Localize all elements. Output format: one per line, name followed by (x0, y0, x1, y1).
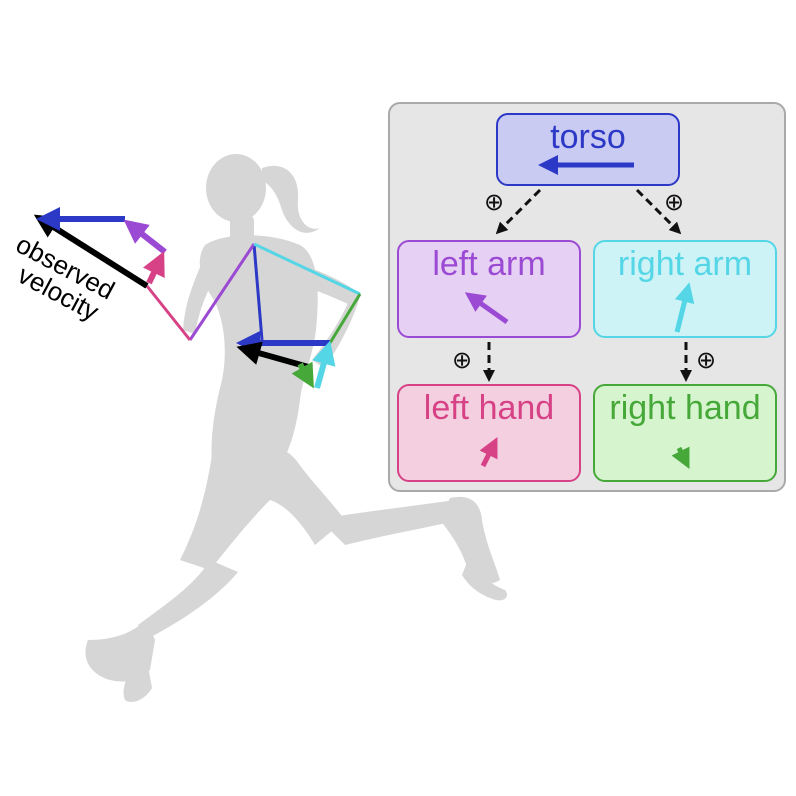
right-hand-arrow-icon (671, 446, 689, 469)
node-left-arm-label: left arm (432, 245, 546, 283)
node-right-arm: right arm (593, 240, 777, 338)
right-arm-velocity-glyph (674, 281, 694, 333)
edge-torso-right-arm (635, 188, 682, 235)
right-arm-arrow-icon (674, 281, 694, 333)
left-arm-velocity-arrow (123, 219, 167, 255)
combine-symbol-1: ⊕ (484, 189, 504, 216)
node-right-hand: right hand (593, 384, 777, 482)
right-arm-velocity-arrow (312, 340, 336, 389)
node-torso: torso (496, 113, 680, 186)
node-right-arm-label: right arm (617, 245, 753, 283)
left-hand-bone (145, 285, 192, 341)
node-torso-label: torso (550, 118, 626, 156)
node-right-hand-label: right hand (609, 389, 761, 427)
combine-symbol-3: ⊕ (452, 347, 472, 374)
right-hand-bone (328, 293, 362, 344)
right-hand-velocity-glyph (671, 446, 689, 469)
left-hand-velocity-glyph (479, 436, 497, 467)
left-arm-velocity-glyph (464, 291, 508, 324)
left-hand-velocity-arrow (143, 251, 165, 285)
node-left-hand-label: left hand (423, 389, 555, 427)
left-hand-arrow-icon (479, 436, 497, 467)
edge-torso-left-arm (495, 188, 542, 235)
node-left-hand: left hand (397, 384, 581, 482)
combine-symbol-4: ⊕ (696, 347, 716, 374)
node-left-arm: left arm (397, 240, 581, 338)
left-arm-bone (188, 243, 256, 341)
right-hand-velocity-arrow (291, 361, 314, 389)
right-arm-bone (253, 242, 361, 296)
left-arm-arrow-icon (464, 291, 508, 324)
torso-velocity-glyph (537, 154, 634, 175)
torso-bone (252, 243, 264, 341)
observed-velocity-arrow (33, 214, 149, 289)
combine-symbol-2: ⊕ (664, 189, 684, 216)
